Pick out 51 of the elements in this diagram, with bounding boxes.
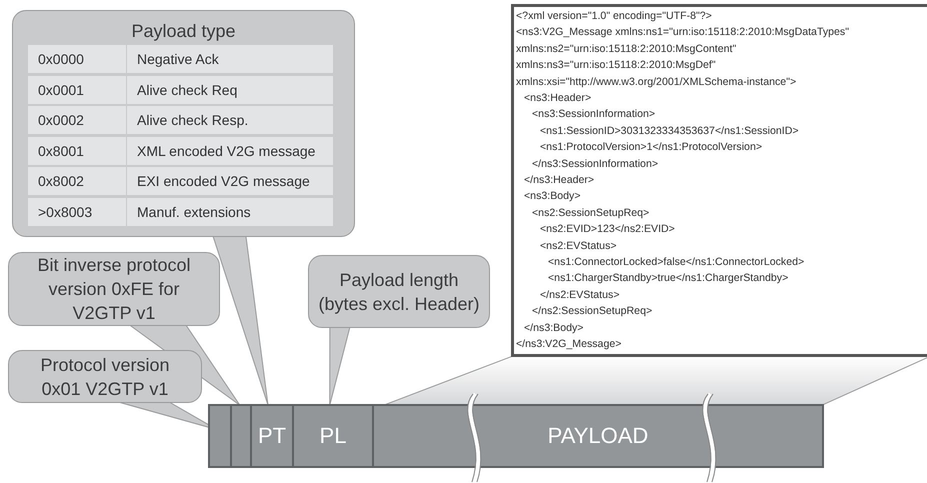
packet-field [292, 404, 374, 468]
code-line: <ns1:SessionID>3031323334353637</ns1:SessionID> [540, 124, 799, 137]
callout-text: Payload length (bytes excl. Header) [317, 268, 481, 316]
table-cell: >0x8003 [28, 198, 126, 226]
callout-pointer [329, 326, 350, 406]
table-cell: 0x0002 [28, 106, 126, 134]
packet-field [230, 404, 252, 468]
table-title: Payload type [130, 20, 237, 43]
packet-field [208, 404, 232, 468]
code-line: <ns1:ConnectorLocked>false</ns1:ConnectorLocked> [548, 256, 804, 268]
callout-bubble [8, 252, 220, 326]
callout-text: Protocol version 0x01 V2GTP v1 [39, 354, 171, 400]
code-line: <ns1:ProtocolVersion>1</ns1:ProtocolVersion> [540, 141, 762, 154]
table-cell: EXI encoded V2G message [127, 167, 333, 195]
code-line: xmlns:ns3="urn:iso:15118:2:2010:MsgDef" [516, 59, 716, 72]
code-line: <ns3:V2G_Message xmlns:ns1="urn:iso:15118:2:2010:MsgDataTypes" [516, 26, 849, 38]
callout-pointer [212, 236, 269, 406]
table-cell: Manuf. extensions [127, 198, 333, 226]
code-line: <ns2:EVStatus> [540, 240, 617, 252]
xml-listing-panel [511, 4, 927, 357]
packet-field [250, 404, 294, 468]
code-line: xmlns:xsi="http://www.w3.org/2001/XMLSchema-instance"> [516, 76, 796, 88]
packet-field [372, 404, 824, 468]
table-cell: Alive check Req [127, 76, 333, 104]
code-line: <ns2:SessionSetupReq> [532, 206, 650, 219]
code-line: </ns2:SessionSetupReq> [532, 305, 652, 318]
callout-bubble [308, 255, 490, 328]
table-cell: Negative Ack [127, 45, 333, 73]
table-cell: 0x0001 [28, 76, 126, 104]
table-cell: 0x0000 [28, 45, 126, 73]
field-label: PL [320, 423, 346, 449]
code-line: </ns3:SessionInformation> [532, 158, 658, 170]
code-line: xmlns:ns2="urn:iso:15118:2:2010:MsgContent" [516, 42, 736, 55]
code-line: <ns3:Body> [524, 190, 581, 202]
code-line: </ns2:EVStatus> [540, 288, 620, 301]
callout-pointer [128, 324, 240, 406]
table-cell: 0x8002 [28, 167, 126, 195]
code-line: <?xml version="1.0" encoding="UTF-8"?> [516, 10, 712, 22]
code-line: <ns2:EVID>123</ns2:EVID> [540, 223, 675, 236]
field-label: PT [258, 423, 286, 449]
code-line: <ns3:Header> [524, 92, 592, 104]
callout-text: Bit inverse protocol version 0xFE for V2GTP v1 [36, 254, 192, 325]
code-line: <ns3:SessionInformation> [532, 108, 656, 120]
table-cell: XML encoded V2G message [127, 136, 333, 164]
code-line: </ns3:Header> [524, 174, 594, 186]
code-line: <ns1:ChargerStandby>true</ns1:ChargerStandby> [548, 272, 788, 284]
table-cell: Alive check Resp. [127, 106, 333, 134]
table-cell: 0x8001 [28, 136, 126, 164]
code-line: </ns3:Body> [524, 322, 584, 334]
field-label: PAYLOAD [548, 423, 648, 449]
code-line: </ns3:V2G_Message> [516, 338, 622, 350]
